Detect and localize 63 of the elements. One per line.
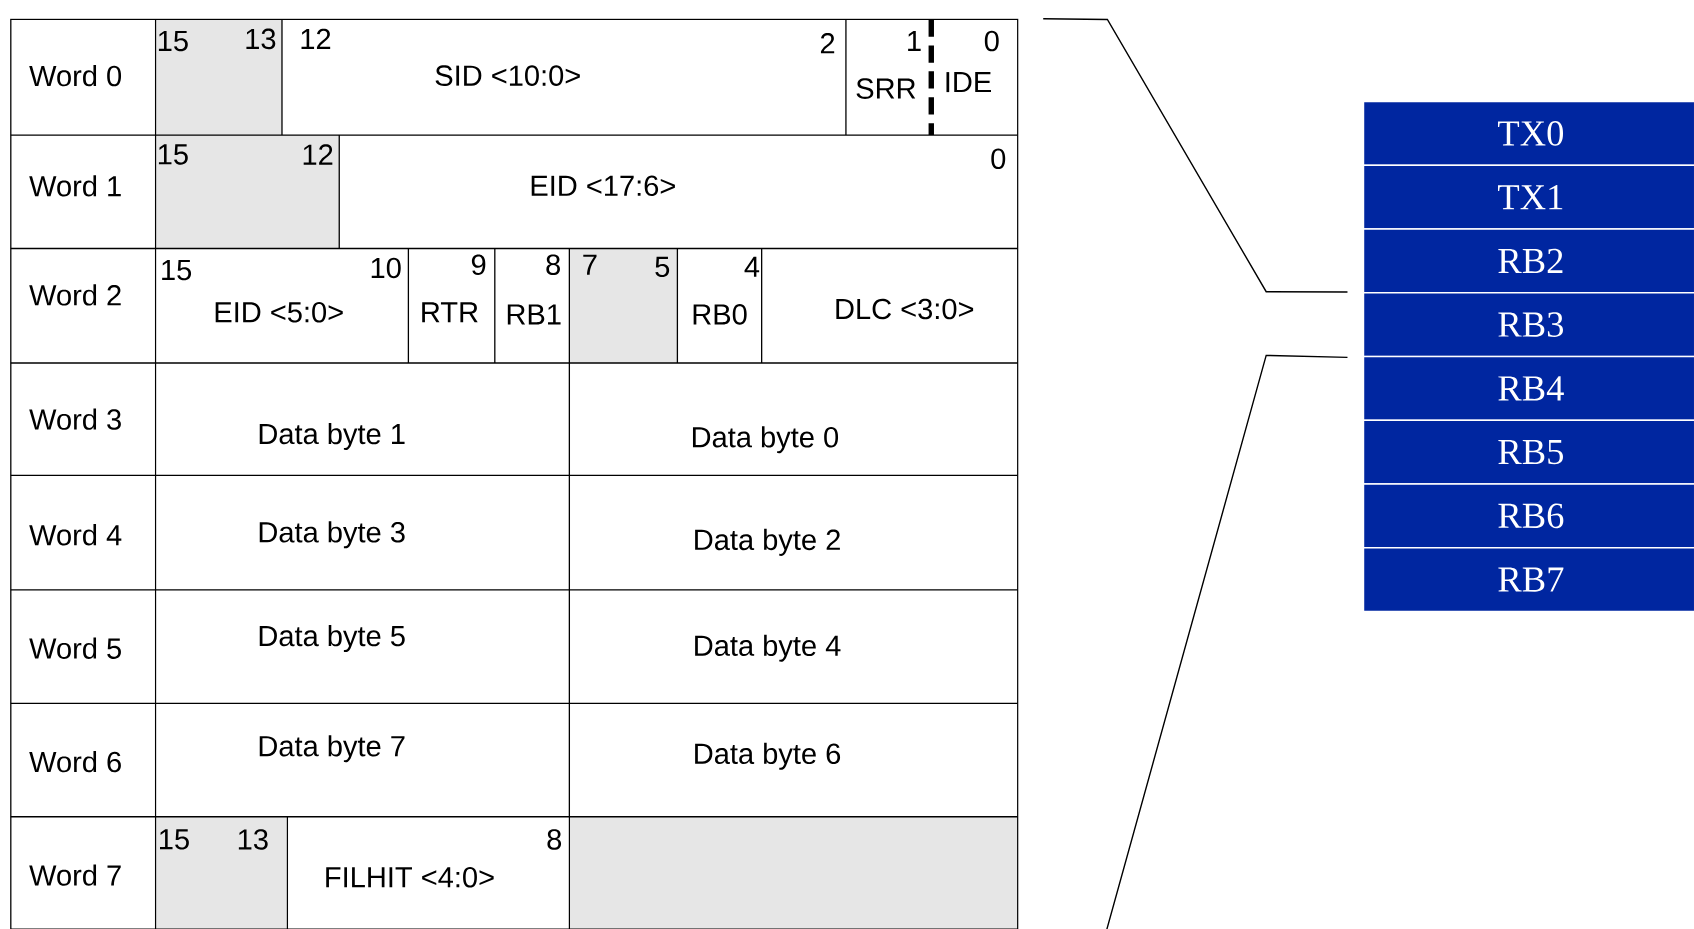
node-label: RB2 bbox=[1498, 248, 1563, 274]
bit-number: 13 bbox=[246, 28, 276, 50]
field-label: Data byte 0 bbox=[692, 426, 839, 454]
field-label: RTR bbox=[422, 302, 478, 323]
zoom-line bbox=[1042, 18, 1349, 293]
bit-number: 13 bbox=[238, 829, 268, 850]
bit-number: 2 bbox=[820, 33, 835, 54]
node-label: RB5 bbox=[1498, 439, 1563, 465]
field-label: RB0 bbox=[693, 304, 747, 325]
buffer-box: RB5 bbox=[1362, 419, 1694, 485]
field-label: SRR bbox=[856, 78, 916, 99]
node-label: RB3 bbox=[1498, 312, 1563, 337]
bit-number: 8 bbox=[547, 829, 562, 850]
node-label: RB6 bbox=[1498, 503, 1564, 529]
buffer-box: TX0 bbox=[1362, 100, 1694, 167]
node-label: TX0 bbox=[1498, 121, 1564, 146]
row-label: Word 3 bbox=[29, 408, 121, 430]
bit-number: 1 bbox=[908, 31, 921, 51]
buffer-box: RB4 bbox=[1362, 355, 1694, 421]
buffer-box: RB6 bbox=[1362, 483, 1694, 549]
row-label: Word 0 bbox=[29, 64, 122, 87]
buffer-box: RB7 bbox=[1362, 546, 1694, 613]
row-label: Word 1 bbox=[29, 175, 121, 197]
bit-number: 4 bbox=[744, 256, 760, 277]
bit-number: 7 bbox=[583, 254, 597, 275]
field-label: RB1 bbox=[507, 304, 561, 325]
row-label: Word 7 bbox=[29, 864, 121, 886]
bit-number: 15 bbox=[162, 259, 192, 281]
field-label: Data byte 7 bbox=[259, 735, 405, 763]
field-label: Data byte 3 bbox=[259, 521, 405, 549]
bit-number: 12 bbox=[301, 28, 331, 49]
bit-number: 9 bbox=[471, 254, 486, 275]
field-label: IDE bbox=[946, 72, 991, 93]
bit-number: 0 bbox=[991, 148, 1006, 170]
row-label: Word 5 bbox=[29, 637, 121, 659]
bit-number: 5 bbox=[655, 256, 670, 277]
field-label: Data byte 4 bbox=[695, 634, 841, 662]
zoom-line bbox=[1106, 354, 1349, 929]
bit-number: 15 bbox=[158, 144, 188, 165]
field-label: EID <17:6> bbox=[531, 175, 675, 197]
bit-number: 12 bbox=[303, 144, 333, 165]
bit-number: 15 bbox=[158, 30, 188, 52]
register-table bbox=[10, 18, 1019, 929]
field-label: SID <10:0> bbox=[435, 65, 580, 86]
row-label: Word 4 bbox=[29, 524, 122, 546]
node-label: RB4 bbox=[1498, 376, 1564, 401]
bit-number: 8 bbox=[546, 254, 560, 275]
row-label: Word 6 bbox=[29, 750, 121, 773]
field-label: EID <5:0> bbox=[215, 301, 343, 323]
field-label: FILHIT <4:0> bbox=[326, 866, 494, 888]
bit-number: 0 bbox=[984, 30, 999, 52]
field-label: Data byte 5 bbox=[259, 624, 405, 652]
row-label: Word 2 bbox=[29, 284, 121, 306]
buffer-box: RB3 bbox=[1362, 291, 1694, 358]
field-label: Data byte 1 bbox=[259, 422, 405, 450]
bit-number: 10 bbox=[371, 257, 401, 279]
buffer-box: TX1 bbox=[1362, 164, 1694, 230]
field-label: DLC <3:0> bbox=[836, 298, 974, 320]
node-label: TX1 bbox=[1498, 185, 1563, 210]
buffer-box: RB2 bbox=[1362, 228, 1694, 294]
field-label: Data byte 2 bbox=[695, 528, 840, 556]
bit-number: 15 bbox=[160, 829, 189, 850]
field-label: Data byte 6 bbox=[695, 742, 841, 770]
